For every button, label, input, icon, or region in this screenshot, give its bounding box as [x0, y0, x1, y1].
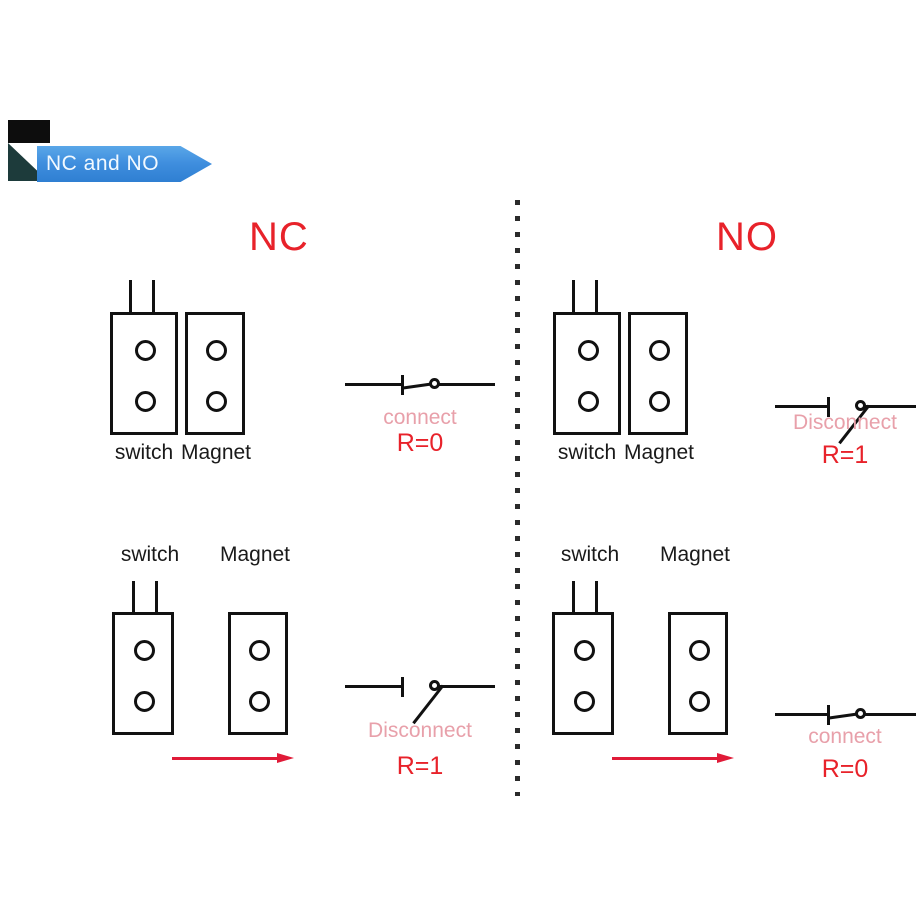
switch-hole-bottom [134, 691, 155, 712]
circuit-caption-no-open: Disconnect [793, 411, 897, 434]
section-title-no: NO [716, 215, 778, 259]
switch-label: switch [560, 543, 620, 566]
switch-hole-bottom [135, 391, 156, 412]
motion-arrow-shaft [172, 757, 282, 760]
circuit-caption-no-closed: connect [808, 725, 882, 748]
switch-body [553, 312, 621, 435]
magnet-hole-bottom [649, 391, 670, 412]
switch-lead-1 [572, 581, 575, 613]
switch-hole-bottom [578, 391, 599, 412]
circuit-resistance-nc-closed: R=0 [396, 429, 444, 457]
switch-hole-top [574, 640, 595, 661]
circuit-caption-nc-closed: connect [383, 406, 457, 429]
magnet-label: Magnet [180, 441, 252, 464]
circuit-pivot-node [429, 680, 440, 691]
switch-lead-1 [132, 581, 135, 613]
device-group-nc-open: switch Magnet [110, 543, 310, 773]
switch-lead-1 [129, 280, 132, 313]
magnet-label: Magnet [623, 441, 695, 464]
switch-label: switch [114, 441, 174, 464]
circuit-caption-nc-open: Disconnect [368, 719, 472, 742]
circuit-wire-left [775, 713, 829, 716]
magnet-body [228, 612, 288, 735]
circuit-wire-left [775, 405, 829, 408]
circuit-resistance-nc-open: R=1 [396, 752, 444, 780]
circuit-terminal-stop [401, 375, 404, 395]
switch-lead-1 [572, 280, 575, 313]
circuit-pivot-node [855, 708, 866, 719]
circuit-symbol-nc-open [345, 650, 495, 725]
magnet-hole-top [649, 340, 670, 361]
circuit-wire-right [865, 713, 916, 716]
switch-body [110, 312, 178, 435]
switch-hole-top [578, 340, 599, 361]
magnet-body [668, 612, 728, 735]
banner-title: NC and NO [46, 152, 160, 175]
circuit-terminal-stop [827, 705, 830, 725]
switch-label: switch [120, 543, 180, 566]
circuit-symbol-nc-closed [345, 370, 495, 400]
circuit-wire-right [865, 405, 916, 408]
circuit-wire-left [345, 383, 403, 386]
magnet-hole-top [249, 640, 270, 661]
circuit-symbol-no-closed [775, 700, 916, 730]
circuit-wire-right [439, 383, 495, 386]
switch-hole-top [134, 640, 155, 661]
circuit-terminal-stop [401, 677, 404, 697]
section-banner: NC and NO [8, 120, 218, 182]
motion-arrow-head [277, 753, 294, 763]
motion-arrow-head [717, 753, 734, 763]
magnet-hole-bottom [689, 691, 710, 712]
magnet-label: Magnet [219, 543, 291, 566]
circuit-symbol-no-open [775, 365, 916, 445]
magnet-hole-top [206, 340, 227, 361]
switch-body [552, 612, 614, 735]
device-group-no-closed: switch Magnet [550, 543, 750, 773]
switch-lead-2 [152, 280, 155, 313]
section-title-nc: NC [249, 215, 309, 259]
circuit-resistance-no-closed: R=0 [821, 755, 869, 783]
circuit-wire-left [345, 685, 403, 688]
circuit-wire-right [439, 685, 495, 688]
motion-arrow-right [172, 753, 297, 764]
circuit-pivot-node [855, 400, 866, 411]
switch-lead-2 [155, 581, 158, 613]
switch-hole-bottom [574, 691, 595, 712]
vertical-dotted-divider [515, 200, 520, 796]
magnet-body [185, 312, 245, 435]
device-group-no-open: switch Magnet [553, 280, 733, 480]
magnet-hole-bottom [206, 391, 227, 412]
device-group-nc-closed: switch Magnet [110, 280, 290, 480]
banner-tab-icon [8, 120, 50, 143]
switch-body [112, 612, 174, 735]
switch-lead-2 [595, 581, 598, 613]
magnet-hole-top [689, 640, 710, 661]
circuit-resistance-no-open: R=1 [821, 441, 869, 469]
circuit-pivot-node [429, 378, 440, 389]
magnet-label: Magnet [659, 543, 731, 566]
switch-label: switch [557, 441, 617, 464]
magnet-body [628, 312, 688, 435]
motion-arrow-right [612, 753, 737, 764]
circuit-terminal-stop [827, 397, 830, 417]
motion-arrow-shaft [612, 757, 722, 760]
magnet-hole-bottom [249, 691, 270, 712]
banner-ribbon-shape [37, 146, 212, 182]
switch-lead-2 [595, 280, 598, 313]
switch-hole-top [135, 340, 156, 361]
